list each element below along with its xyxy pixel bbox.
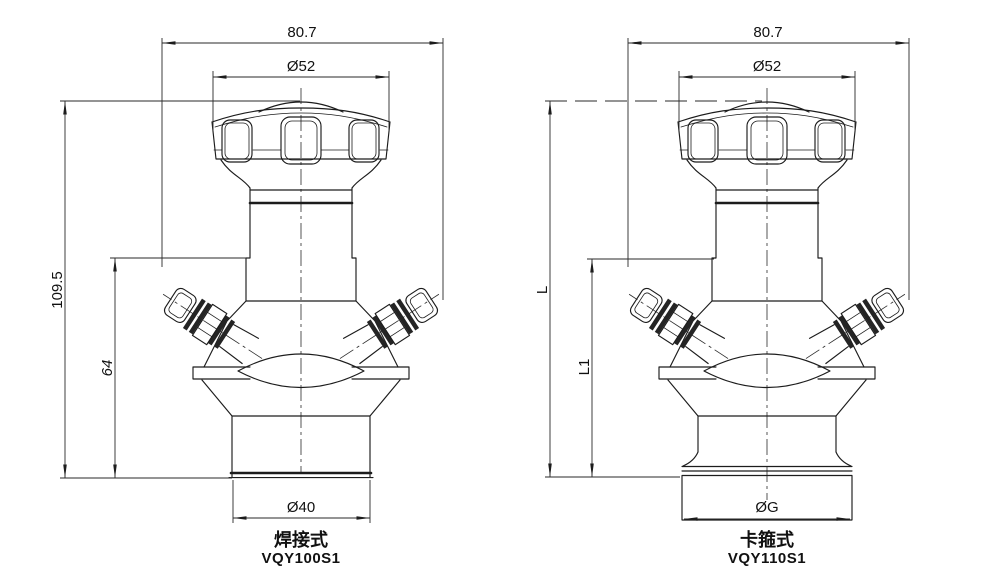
dim-body-height: 64 bbox=[99, 257, 250, 478]
dim-outlet-diameter: Ø40 bbox=[232, 480, 371, 523]
dim-outlet-diameter: ØG bbox=[684, 499, 850, 521]
model-number: VQY110S1 bbox=[728, 550, 806, 567]
handwheel-diameter-label: Ø52 bbox=[753, 58, 781, 75]
overall-width-label: 80.7 bbox=[753, 24, 782, 41]
model-number: VQY100S1 bbox=[261, 550, 340, 567]
view-caption: 卡箍式 bbox=[740, 529, 794, 550]
dim-overall-width: 80.7 bbox=[161, 24, 444, 300]
body-height-label: 64 bbox=[99, 360, 116, 377]
body-height-label: L1 bbox=[576, 359, 593, 376]
dim-handwheel-diameter: Ø52 bbox=[678, 58, 856, 131]
outlet-diameter-label: Ø40 bbox=[287, 499, 315, 516]
handwheel-diameter-label: Ø52 bbox=[287, 58, 315, 75]
outlet-diameter-label: ØG bbox=[755, 499, 778, 516]
dim-total-height: 109.5 bbox=[49, 100, 300, 479]
view-welded: 80.7 Ø52 109.5 64 Ø40 焊接式 VQY100S1 bbox=[49, 24, 449, 567]
view-caption: 焊接式 bbox=[274, 529, 328, 550]
clamp-outlet bbox=[681, 415, 853, 521]
view-clamp: 80.7 Ø52 L L1 ØG 卡箍式 VQY110S1 bbox=[534, 24, 915, 567]
dim-body-height: L1 bbox=[576, 258, 714, 477]
total-height-label: L bbox=[534, 286, 551, 294]
total-height-label: 109.5 bbox=[49, 271, 66, 309]
dim-total-height: L bbox=[534, 100, 762, 478]
dim-overall-width: 80.7 bbox=[627, 24, 910, 300]
welded-outlet bbox=[228, 415, 374, 479]
overall-width-label: 80.7 bbox=[287, 24, 316, 41]
